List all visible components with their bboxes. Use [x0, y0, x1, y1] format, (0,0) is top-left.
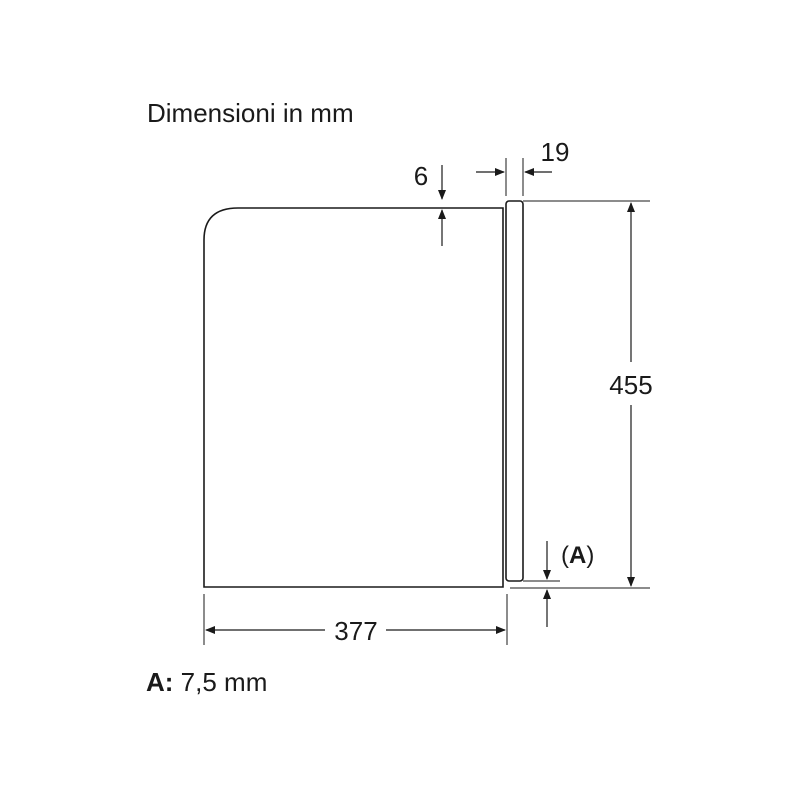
front-thickness-label: 19 [541, 137, 570, 167]
front-panel [505, 200, 524, 582]
legend-value: 7,5 mm [180, 667, 268, 697]
top-gap-label: 6 [414, 161, 428, 191]
cabinet-body-outline [203, 207, 504, 588]
bottom-offset-label: (A) [561, 542, 594, 569]
legend-note: A: 7,5 mm [146, 667, 267, 698]
diagram-title: Dimensioni in mm [147, 98, 354, 128]
width-dimension-label: 377 [334, 616, 377, 646]
bottom-offset-label-close: ) [586, 542, 594, 569]
bottom-offset-label-open: ( [561, 542, 569, 569]
legend-key: A: [146, 667, 174, 697]
bottom-offset-label-key: A [569, 542, 586, 569]
height-dimension-label: 455 [609, 370, 652, 400]
